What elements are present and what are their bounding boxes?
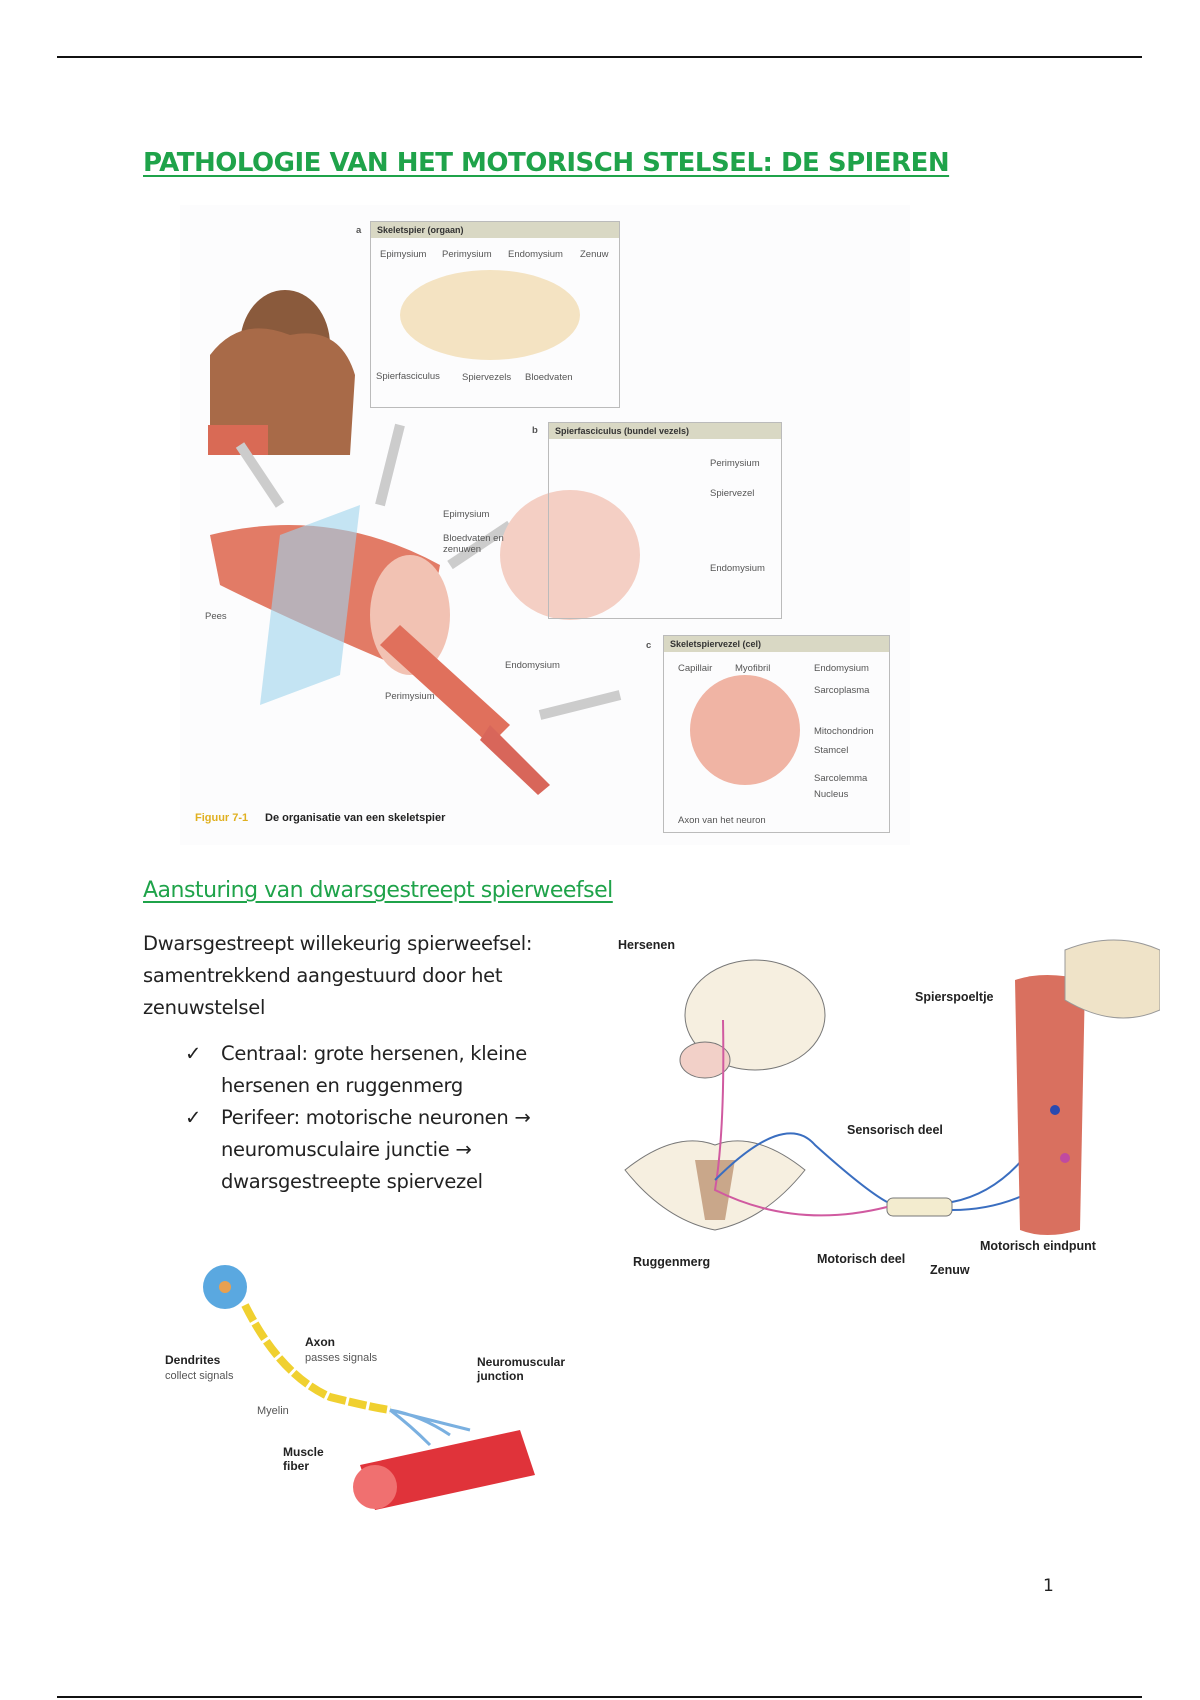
list-item-text: Perifeer: motorische neuronen → neuromus…	[221, 1106, 531, 1193]
figure-skeletal-muscle: a Skeletspier (orgaan) Epimysium Perimys…	[180, 205, 910, 845]
label: Axon	[305, 1335, 335, 1349]
check-icon: ✓	[185, 1106, 202, 1129]
label: Sarcoplasma	[814, 685, 870, 696]
label: Neuromuscular junction	[477, 1355, 566, 1383]
label: Zenuw	[930, 1263, 970, 1277]
panel-c: Skeletspiervezel (cel)	[663, 635, 890, 833]
label: Capillair	[678, 663, 713, 674]
panel-b-header: Spierfasciculus (bundel vezels)	[549, 423, 781, 439]
label: Ruggenmerg	[633, 1255, 711, 1269]
label: Zenuw	[580, 249, 609, 260]
muscle-illustration	[208, 270, 800, 795]
list-item-text: Centraal: grote hersenen, kleine hersene…	[221, 1042, 527, 1097]
footer-rule	[57, 1696, 1142, 1698]
label: Nucleus	[814, 789, 849, 800]
label: Endomysium	[814, 663, 869, 674]
label: Epimysium	[380, 249, 427, 260]
motor-pathway-illustration	[624, 939, 1160, 1235]
label: Motorisch eindpunt	[980, 1239, 1096, 1253]
label: Endomysium	[710, 563, 765, 574]
figure-caption: De organisatie van een skeletspier	[265, 812, 446, 824]
label: Myofibril	[735, 663, 771, 674]
bullet-list: ✓ Centraal: grote hersenen, kleine hersen…	[185, 1038, 605, 1198]
label: Spierfasciculus	[376, 371, 440, 382]
intro-text: Dwarsgestreept willekeurig spierweefsel:…	[143, 932, 533, 1019]
label: Perimysium	[442, 249, 492, 260]
figure-caption-prefix: Figuur 7-1	[195, 812, 249, 824]
list-item: ✓ Centraal: grote hersenen, kleine hersen…	[185, 1038, 605, 1102]
label: Stamcel	[814, 745, 849, 756]
label: Sensorisch deel	[847, 1123, 943, 1137]
label: Perimysium	[385, 691, 435, 702]
label: Sarcolemma	[814, 773, 868, 784]
label: Dendrites	[165, 1353, 221, 1367]
panel-a-header: Skeletspier (orgaan)	[371, 222, 619, 238]
label: Motorisch deel	[817, 1252, 906, 1266]
label: Spiervezels	[462, 372, 512, 383]
label: collect signals	[165, 1370, 234, 1382]
list-item: ✓ Perifeer: motorische neuronen → neuromu…	[185, 1102, 605, 1198]
label: Spierspoeltje	[915, 990, 994, 1004]
label: passes signals	[305, 1352, 378, 1364]
panel-b: Spierfasciculus (bundel vezels)	[548, 422, 782, 619]
label: Endomysium	[505, 660, 560, 671]
label: Bloedvaten	[525, 372, 573, 383]
header-rule	[57, 56, 1142, 58]
figure-motor-pathway: Hersenen Spierspoeltje Sensorisch deel R…	[615, 930, 1160, 1280]
neuron-illustration	[203, 1265, 535, 1510]
page-number: 1	[1043, 1576, 1054, 1596]
panel-a: Skeletspier (orgaan)	[370, 221, 620, 408]
label: Endomysium	[508, 249, 563, 260]
check-icon: ✓	[185, 1042, 202, 1065]
label: Hersenen	[618, 938, 675, 952]
label: Muscle fiber	[283, 1445, 324, 1473]
panel-b-letter: b	[532, 425, 538, 436]
label: Epimysium	[443, 509, 490, 520]
label: Axon van het neuron	[678, 815, 766, 826]
label: Pees	[205, 611, 227, 622]
page-title: PATHOLOGIE VAN HET MOTORISCH STELSEL: DE…	[143, 148, 950, 178]
panel-c-header: Skeletspiervezel (cel)	[664, 636, 889, 652]
figure-neuromuscular: Dendrites collect signals Axon passes si…	[150, 1225, 580, 1555]
label: Bloedvaten en zenuwen	[443, 533, 504, 555]
section-heading: Aansturing van dwarsgestreept spierweefs…	[143, 878, 613, 903]
label: Spiervezel	[710, 488, 755, 499]
label: Mitochondrion	[814, 726, 874, 737]
panel-a-letter: a	[356, 225, 362, 236]
label: Myelin	[257, 1405, 289, 1417]
panel-c-letter: c	[646, 640, 652, 651]
label: Perimysium	[710, 458, 760, 469]
